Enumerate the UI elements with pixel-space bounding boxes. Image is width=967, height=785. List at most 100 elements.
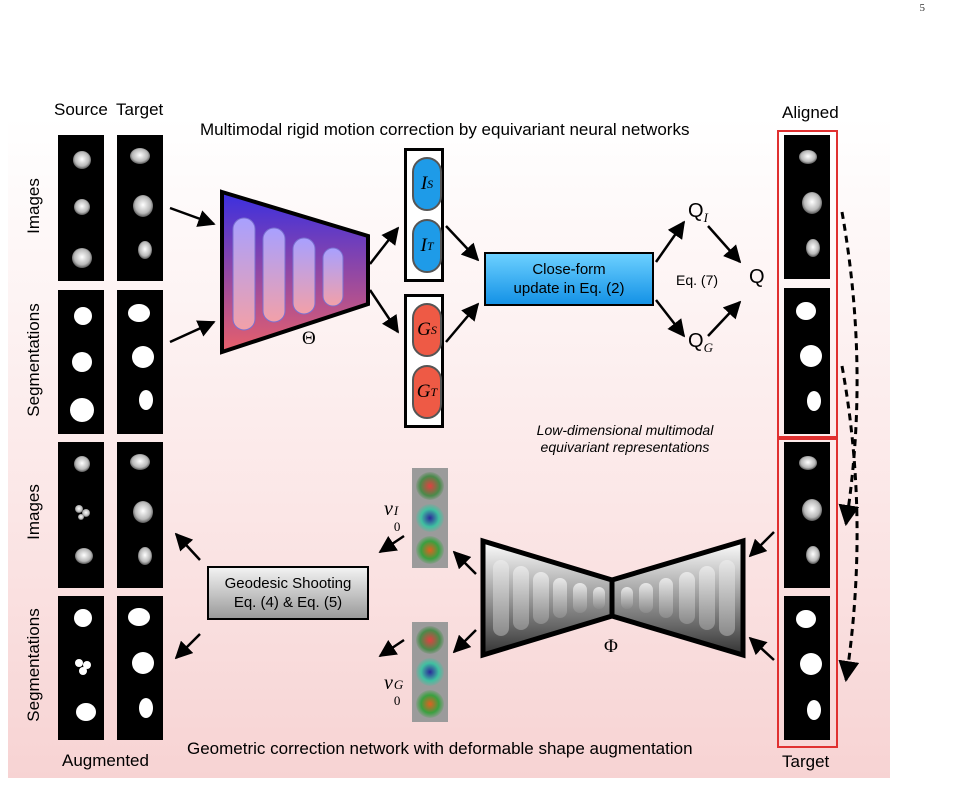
scan-blob xyxy=(74,456,90,472)
arrow xyxy=(169,206,216,227)
seg-blob xyxy=(807,391,821,411)
q-image-letter: Q xyxy=(688,200,704,222)
seg-blob xyxy=(83,661,91,669)
scan-blob xyxy=(72,248,92,268)
velocity-cell xyxy=(416,626,444,654)
encoder-layer xyxy=(322,247,344,307)
scan-blob xyxy=(799,150,817,164)
decoder-layer xyxy=(533,572,549,624)
pill-letter: G xyxy=(417,319,431,340)
encoder-symbol: Θ xyxy=(302,328,316,349)
q-seg-subscript: G xyxy=(703,340,713,355)
pill-subscript: S xyxy=(430,322,437,337)
scan-blob xyxy=(806,239,820,257)
scan-blob xyxy=(138,241,152,259)
seg-blob xyxy=(74,307,92,325)
encoder-layer xyxy=(232,217,256,331)
decoder-layer xyxy=(573,583,587,613)
decoder-layer xyxy=(719,560,735,636)
arrow xyxy=(452,629,477,654)
v-seg-subscript: 0 xyxy=(393,693,401,708)
arrow xyxy=(452,550,477,575)
pill-letter: G xyxy=(416,381,431,402)
arrow xyxy=(655,299,686,338)
seg-blob xyxy=(132,652,154,674)
middle-caption-line1: Low-dimensional multimodal xyxy=(536,422,714,438)
scan-blob xyxy=(82,509,90,517)
dashed-arrow xyxy=(838,211,860,527)
scan-blob xyxy=(133,195,153,217)
arrow xyxy=(707,300,742,337)
encoder-layer xyxy=(262,227,286,323)
seg-blob xyxy=(75,659,83,667)
source-label: Source xyxy=(54,100,108,119)
velocity-field-seg xyxy=(412,622,448,722)
seg-blob xyxy=(128,304,150,322)
augmented-label: Augmented xyxy=(62,751,149,770)
velocity-seg-label: v G 0 xyxy=(384,672,407,708)
arrow xyxy=(445,225,480,262)
q-image-label: QI xyxy=(688,200,708,226)
decoder-layer xyxy=(699,566,715,630)
seg-blob xyxy=(132,346,154,368)
v-seg-superscript: G xyxy=(393,677,404,692)
arrow xyxy=(169,320,216,344)
update-box-line2: update in Eq. (2) xyxy=(513,280,625,297)
seg-blob xyxy=(139,698,153,718)
v-seg-letter: v xyxy=(384,672,393,694)
arrow xyxy=(369,226,400,265)
q-seg-letter: Q xyxy=(688,330,704,352)
seg-blob xyxy=(128,608,150,626)
scan-blob xyxy=(75,505,83,513)
seg-blob xyxy=(74,609,92,627)
target-top-label: Target xyxy=(116,100,164,119)
scan-blob xyxy=(799,456,817,470)
arrow xyxy=(445,302,480,343)
seg-blob xyxy=(796,302,816,320)
pill-subscript: T xyxy=(430,384,438,399)
target-frame xyxy=(777,438,838,748)
scan-blob xyxy=(130,454,150,470)
update-box: Close-form update in Eq. (2) xyxy=(484,252,654,306)
aligned-label: Aligned xyxy=(782,103,839,122)
arrow xyxy=(748,636,775,661)
seg-blob xyxy=(70,398,94,422)
geodesic-shooting-box: Geodesic Shooting Eq. (4) & Eq. (5) xyxy=(207,566,369,620)
scan-blob xyxy=(78,514,84,520)
middle-caption: Low-dimensional multimodal equivariant r… xyxy=(510,422,740,456)
scan-blob xyxy=(130,148,150,164)
arrow xyxy=(368,289,400,334)
scan-blob xyxy=(806,546,820,564)
decoder-layer xyxy=(639,583,653,613)
target-bottom-label: Target xyxy=(782,752,830,771)
dashed-arrow xyxy=(838,365,860,683)
q-seg-label: QG xyxy=(688,330,713,356)
arrow xyxy=(174,532,201,561)
arrow xyxy=(174,633,201,660)
velocity-cell xyxy=(416,536,444,564)
velocity-cell xyxy=(416,690,444,718)
seg-blob xyxy=(796,610,816,628)
pill-letter: I xyxy=(420,173,428,194)
seg-blob xyxy=(79,667,87,675)
update-box-line1: Close-form xyxy=(532,261,606,278)
encoder-layer xyxy=(292,237,316,315)
arrow xyxy=(707,225,742,264)
seg-blob xyxy=(807,700,821,720)
seg-blob xyxy=(139,390,153,410)
scan-blob xyxy=(75,548,93,564)
seg-blob xyxy=(800,653,822,675)
decoder-layer xyxy=(621,587,633,609)
decoder-layer xyxy=(493,560,509,636)
top-title: Multimodal rigid motion correction by eq… xyxy=(200,120,690,139)
page-number: 5 xyxy=(919,2,926,14)
scan-blob xyxy=(802,192,822,214)
scan-blob xyxy=(138,547,152,565)
velocity-cell xyxy=(416,658,444,686)
decoder-layer xyxy=(553,578,567,618)
scan-blob xyxy=(133,501,153,523)
